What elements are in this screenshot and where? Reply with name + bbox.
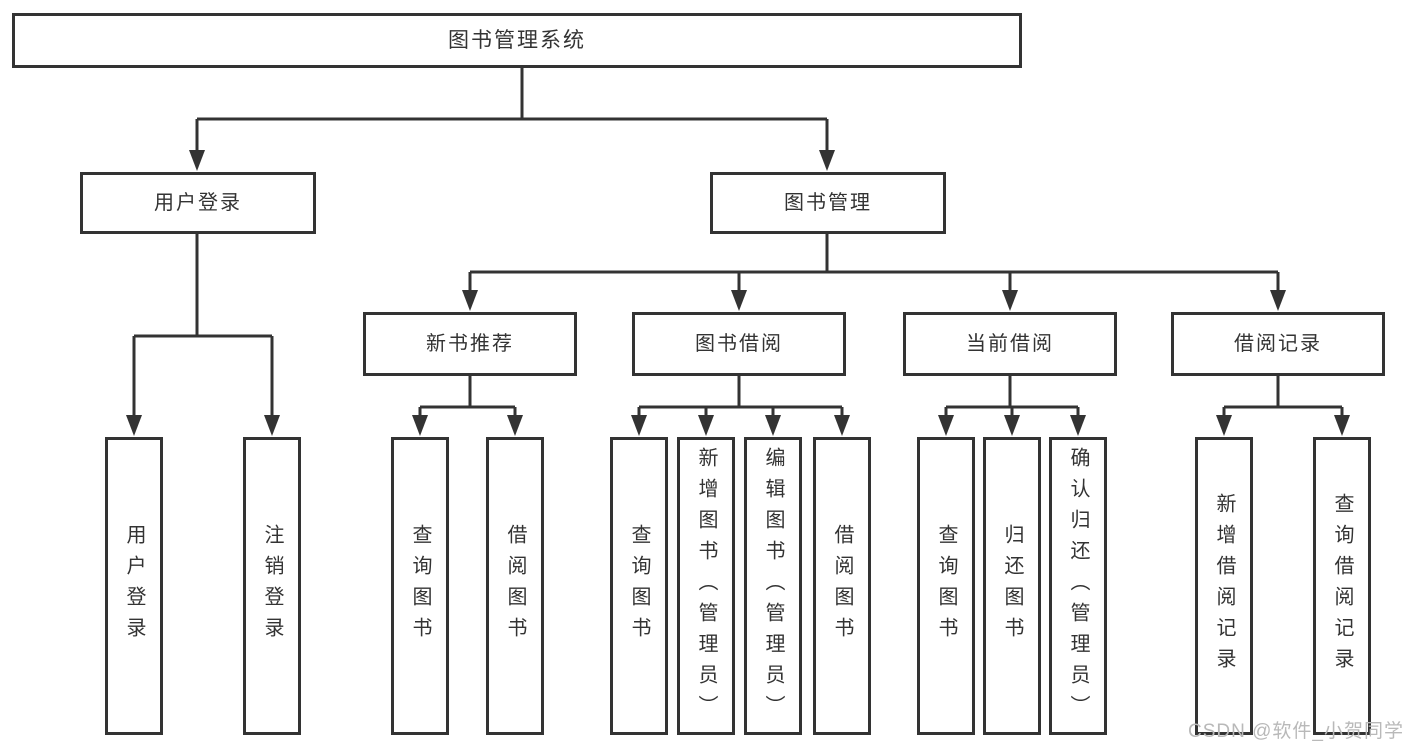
node-leaf-add-books-admin: 新增图书（管理员） (677, 437, 735, 735)
node-current-borrow: 当前借阅 (903, 312, 1117, 376)
connector-book-management-branch (462, 234, 1286, 311)
node-root-library-system: 图书管理系统 (12, 13, 1022, 68)
connector-current-borrow-branch (938, 376, 1086, 436)
node-leaf-borrow-books-2: 借阅图书 (813, 437, 871, 735)
node-leaf-user-login: 用户登录 (105, 437, 163, 735)
node-book-borrow: 图书借阅 (632, 312, 846, 376)
node-leaf-logout: 注销登录 (243, 437, 301, 735)
node-leaf-edit-books-admin: 编辑图书（管理员） (744, 437, 802, 735)
connector-book-borrow-branch (631, 376, 850, 436)
connector-new-book-branch (412, 376, 523, 436)
node-leaf-query-books-1: 查询图书 (391, 437, 449, 735)
node-leaf-return-books: 归还图书 (983, 437, 1041, 735)
node-leaf-query-books-2: 查询图书 (610, 437, 668, 735)
node-new-book-recommend: 新书推荐 (363, 312, 577, 376)
node-user-login: 用户登录 (80, 172, 316, 234)
node-borrow-records: 借阅记录 (1171, 312, 1385, 376)
node-leaf-query-borrow-record: 查询借阅记录 (1313, 437, 1371, 735)
node-leaf-add-borrow-record: 新增借阅记录 (1195, 437, 1253, 735)
node-book-management: 图书管理 (710, 172, 946, 234)
connector-root-to-level1 (189, 68, 835, 171)
connector-borrow-records-branch (1216, 376, 1350, 436)
node-leaf-confirm-return-admin: 确认归还（管理员） (1049, 437, 1107, 735)
connector-user-login-branch (126, 234, 280, 436)
node-leaf-borrow-books-1: 借阅图书 (486, 437, 544, 735)
node-leaf-query-books-3: 查询图书 (917, 437, 975, 735)
csdn-watermark: CSDN @软件_小贺同学 (1188, 721, 1404, 742)
